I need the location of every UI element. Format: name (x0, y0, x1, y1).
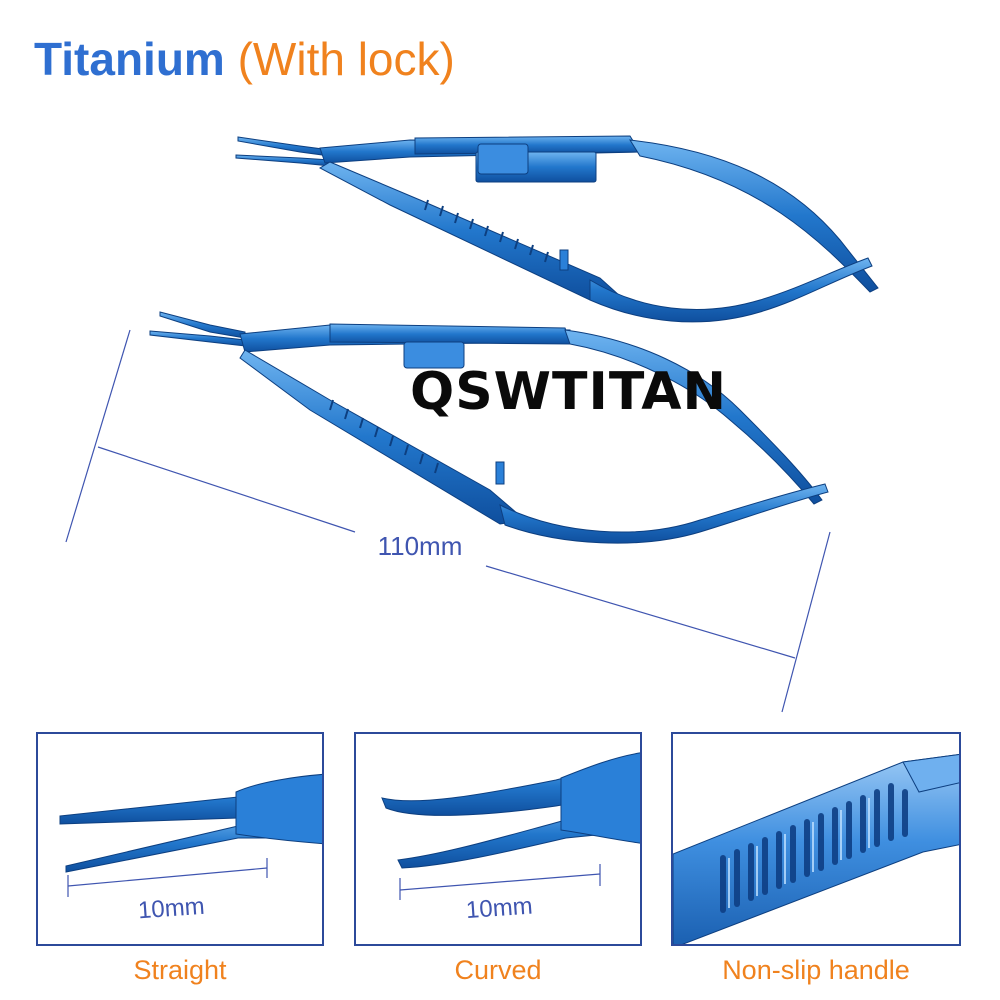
title-material: Titanium (34, 33, 225, 85)
detail-panel-curved: 10mm (354, 732, 642, 946)
scissors-lower (149, 311, 829, 544)
caption-straight: Straight (133, 955, 227, 985)
handle-texture-image (673, 754, 959, 944)
caption-curved: Curved (454, 955, 542, 985)
length-label: 110mm (378, 531, 463, 561)
curved-tip-length: 10mm (465, 892, 533, 924)
detail-panel-straight: 10mm (36, 732, 324, 946)
product-hero-image: 110mm (65, 135, 879, 713)
page-title: Titanium (With lock) (34, 36, 455, 82)
straight-tip-length: 10mm (137, 893, 205, 925)
detail-panel-handle (671, 732, 961, 946)
straight-tip-image: 10mm (59, 773, 322, 925)
dimension-line-110mm (65, 329, 831, 713)
caption-handle: Non-slip handle (722, 955, 910, 985)
scissors-upper (235, 135, 879, 323)
title-variant: (With lock) (237, 33, 455, 85)
brand-watermark: QSWTITAN (410, 362, 728, 422)
curved-tip-image: 10mm (381, 752, 640, 924)
